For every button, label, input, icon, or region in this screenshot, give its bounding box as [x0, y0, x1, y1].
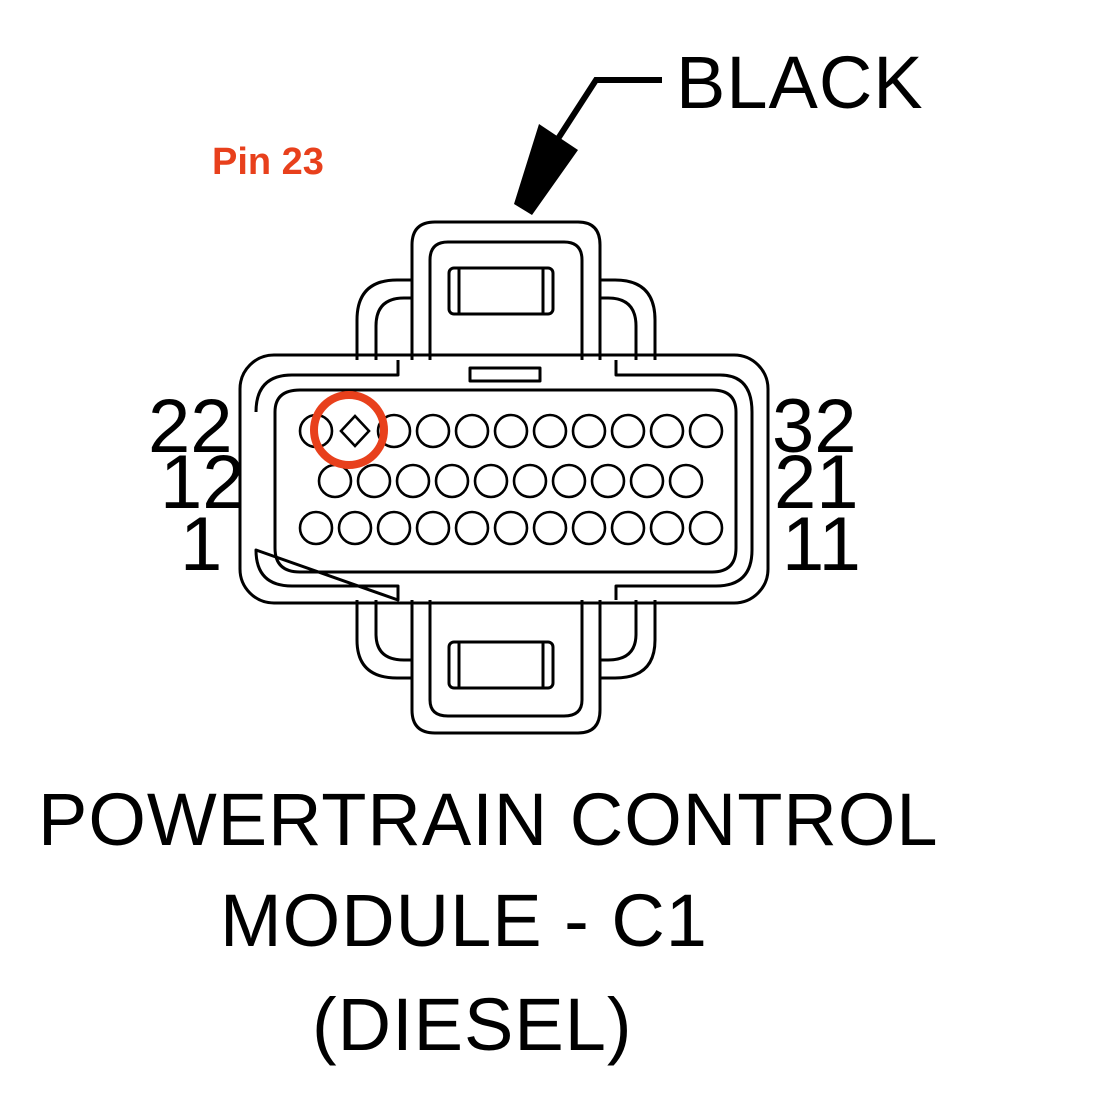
pin-cavity-3	[376, 510, 412, 546]
pin-label-bottom-left: 1	[180, 502, 222, 587]
pin-cavity-11	[688, 510, 724, 546]
caption-line-3: (DIESEL)	[312, 983, 633, 1066]
pin-cavity-31	[649, 413, 685, 449]
connector-body	[238, 353, 770, 605]
pin-cavity-10	[649, 510, 685, 546]
pin-cavity-7	[532, 510, 568, 546]
pin-cavity-18	[551, 463, 587, 499]
pin-cavity-13	[356, 463, 392, 499]
pin-cavity-30	[610, 413, 646, 449]
pin-cavity-26	[454, 413, 490, 449]
wire-color-label: BLACK	[676, 41, 924, 124]
pin-cavity-4	[415, 510, 451, 546]
pin-cavity-12	[317, 463, 353, 499]
pin-cavity-23	[339, 414, 371, 448]
pin-cavity-28	[532, 413, 568, 449]
pin-label-bottom-right: 11	[782, 502, 861, 587]
top-latch	[355, 220, 657, 360]
pin-cavity-32	[688, 413, 724, 449]
pin-cavity-8	[571, 510, 607, 546]
pin-cavity-2	[337, 510, 373, 546]
pin-cavity-15	[434, 463, 470, 499]
pin-callout-label: Pin 23	[212, 141, 324, 183]
pin-cavity-25	[415, 413, 451, 449]
leader-line	[549, 77, 662, 150]
caption-line-2: MODULE - C1	[220, 879, 708, 962]
pin-cavity-14	[395, 463, 431, 499]
pin-cavity-5	[454, 510, 490, 546]
pin-label-top-right: 32	[772, 384, 857, 469]
pin-cavity-20	[629, 463, 665, 499]
pin-cavity-1	[298, 510, 334, 546]
pin-highlight-circle	[310, 391, 388, 469]
pin-cavity-27	[493, 413, 529, 449]
pin-cavity-19	[590, 463, 626, 499]
bottom-latch	[355, 600, 657, 735]
pin-cavity-16	[473, 463, 509, 499]
pin-cavity-6	[493, 510, 529, 546]
pin-cavity-21	[668, 463, 704, 499]
pin-label-middle-left: 12	[160, 440, 245, 525]
pin-cavity-17	[512, 463, 548, 499]
caption-line-1: POWERTRAIN CONTROL	[38, 778, 939, 861]
pin-label-middle-right: 21	[774, 440, 859, 525]
pin-cavities	[298, 413, 724, 546]
leader-arrowhead	[514, 124, 578, 215]
pin-cavity-29	[571, 413, 607, 449]
pin-label-top-left: 22	[148, 384, 233, 469]
pin-cavity-9	[610, 510, 646, 546]
